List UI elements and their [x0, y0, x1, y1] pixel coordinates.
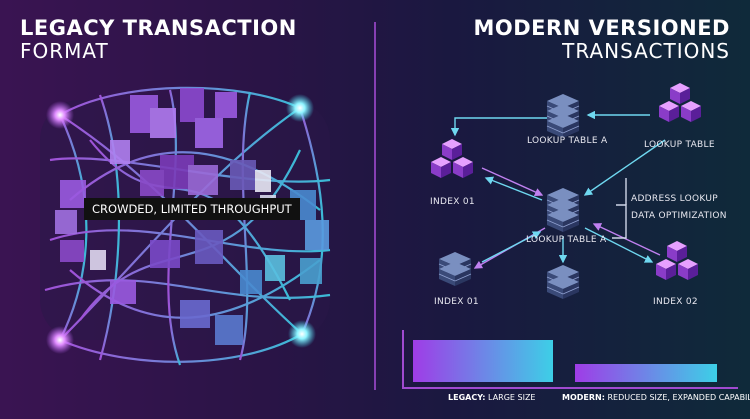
- legacy-tangle: [40, 86, 331, 366]
- modern-size-bar: [575, 364, 717, 382]
- lookup-table-a-center-icon: [546, 187, 580, 233]
- label-data-optimization: DATA OPTIMIZATION: [631, 211, 727, 221]
- legend-modern-value: REDUCED SIZE, EXPANDED CAPABILITY: [607, 393, 750, 402]
- label-lookup-table-a-top: LOOKUP TABLE A: [527, 136, 608, 146]
- legend-legacy-key: LEGACY:: [448, 393, 486, 402]
- legacy-size-bar: [413, 340, 553, 382]
- legacy-title-line2: FORMAT: [20, 39, 109, 63]
- index01-bottom-icon: [438, 251, 472, 287]
- label-index02-bottom: INDEX 02: [653, 297, 698, 307]
- label-lookup-table-top-right: LOOKUP TABLE: [644, 140, 715, 150]
- legend-legacy: LEGACY: LARGE SIZE: [448, 393, 536, 402]
- legend-modern-key: MODERN:: [562, 393, 605, 402]
- modern-title-line2: TRANSACTIONS: [562, 39, 730, 63]
- index01-left-icon: [431, 139, 473, 178]
- database-icon: [546, 264, 580, 300]
- modern-network: [431, 83, 701, 300]
- size-comparison: [402, 330, 738, 389]
- index02-bottom-icon: [656, 241, 698, 280]
- label-index01-bottom: INDEX 01: [434, 297, 479, 307]
- label-index01-left: INDEX 01: [430, 197, 475, 207]
- legend-modern: MODERN: REDUCED SIZE, EXPANDED CAPABILIT…: [562, 393, 750, 402]
- modern-title-line1: MODERN VERSIONED: [473, 16, 730, 40]
- lookup-table-top-right-icon: [659, 83, 701, 122]
- label-address-lookup: ADDRESS LOOKUP: [631, 194, 718, 204]
- lookup-table-a-top-icon: [546, 93, 580, 139]
- label-lookup-table-a-center: LOOKUP TABLE A: [526, 235, 607, 245]
- legacy-title-line1: LEGACY TRANSACTION: [20, 16, 297, 40]
- legend-legacy-value: LARGE SIZE: [488, 393, 536, 402]
- legacy-title: LEGACY TRANSACTION FORMAT: [20, 16, 297, 62]
- legacy-callout: CROWDED, LIMITED THROUGHPUT: [84, 198, 300, 220]
- modern-title: MODERN VERSIONED TRANSACTIONS: [474, 16, 731, 62]
- center-divider: [374, 22, 376, 390]
